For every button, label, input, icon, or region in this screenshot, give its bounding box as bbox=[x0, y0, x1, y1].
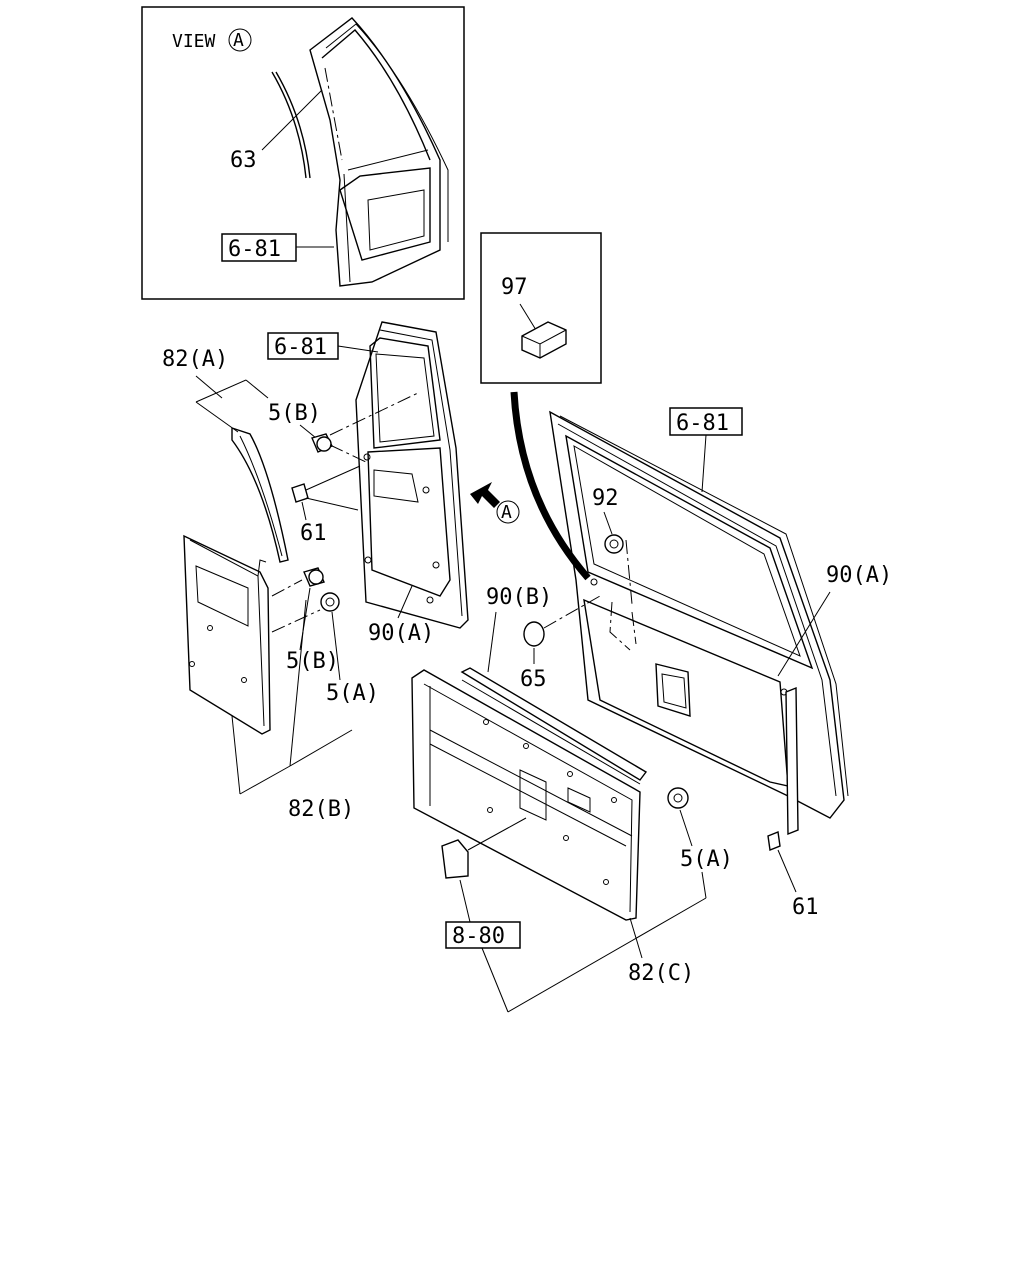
trim-82c bbox=[411, 669, 641, 921]
label-82c: 82(C) bbox=[628, 961, 694, 986]
view-a-word: VIEW bbox=[172, 31, 216, 52]
rear-door-handle bbox=[655, 663, 691, 717]
grommet-92 bbox=[604, 534, 624, 554]
view-a-arrow bbox=[470, 482, 500, 508]
label-97: 97 bbox=[501, 275, 528, 300]
cap-8-80 bbox=[441, 839, 469, 879]
label-82a: 82(A) bbox=[162, 347, 228, 372]
label-90a-right: 90(A) bbox=[826, 563, 892, 588]
clip-5a-right bbox=[667, 787, 689, 809]
ref-mat: 8-80 bbox=[452, 924, 505, 949]
label-5b-mid: 5(B) bbox=[286, 649, 339, 674]
label-5a-mid: 5(A) bbox=[326, 681, 379, 706]
clip-5b-mid bbox=[303, 567, 325, 587]
label-92: 92 bbox=[592, 486, 619, 511]
ref-view-body: 6-81 bbox=[228, 237, 281, 262]
pad-61-right bbox=[767, 831, 781, 851]
label-90a-left: 90(A) bbox=[368, 621, 434, 646]
clip-5b-top bbox=[311, 433, 333, 453]
clip-5a-mid bbox=[320, 592, 340, 612]
label-63: 63 bbox=[230, 148, 257, 173]
label-61-left: 61 bbox=[300, 521, 327, 546]
label-82b: 82(B) bbox=[288, 797, 354, 822]
front-door-panel bbox=[329, 321, 469, 629]
plug-65 bbox=[523, 621, 545, 647]
ref-rear-door: 6-81 bbox=[676, 411, 729, 436]
view-a-inset: VIEW A 63 6-81 bbox=[141, 6, 465, 300]
label-5b-top: 5(B) bbox=[268, 401, 321, 426]
part-97-inset: 97 bbox=[480, 232, 602, 384]
label-61-right: 61 bbox=[792, 895, 819, 920]
label-65: 65 bbox=[520, 667, 547, 692]
view-a-circle bbox=[228, 28, 252, 52]
weatherstrip-90b bbox=[460, 667, 648, 781]
view-a-letter: A bbox=[233, 30, 244, 51]
trim-82b bbox=[183, 534, 271, 735]
label-5a-right: 5(A) bbox=[680, 847, 733, 872]
pad-97 bbox=[521, 321, 567, 359]
ref-box-mat bbox=[445, 921, 521, 949]
ref-front-door: 6-81 bbox=[274, 335, 327, 360]
pad-61-left bbox=[291, 483, 309, 503]
rear-door-panel bbox=[549, 410, 849, 819]
weatherstrip-side bbox=[785, 686, 799, 836]
weatherstrip-63 bbox=[271, 71, 307, 179]
part-97-frame bbox=[480, 232, 602, 384]
view-a-door-drawing bbox=[309, 17, 449, 287]
arrow-a-circle bbox=[496, 500, 520, 524]
trim-82a bbox=[231, 427, 289, 563]
arrow-a-letter: A bbox=[501, 502, 512, 523]
label-90b: 90(B) bbox=[486, 585, 552, 610]
ref-box-front-door bbox=[267, 332, 339, 360]
ref-box-view-body bbox=[221, 233, 297, 262]
